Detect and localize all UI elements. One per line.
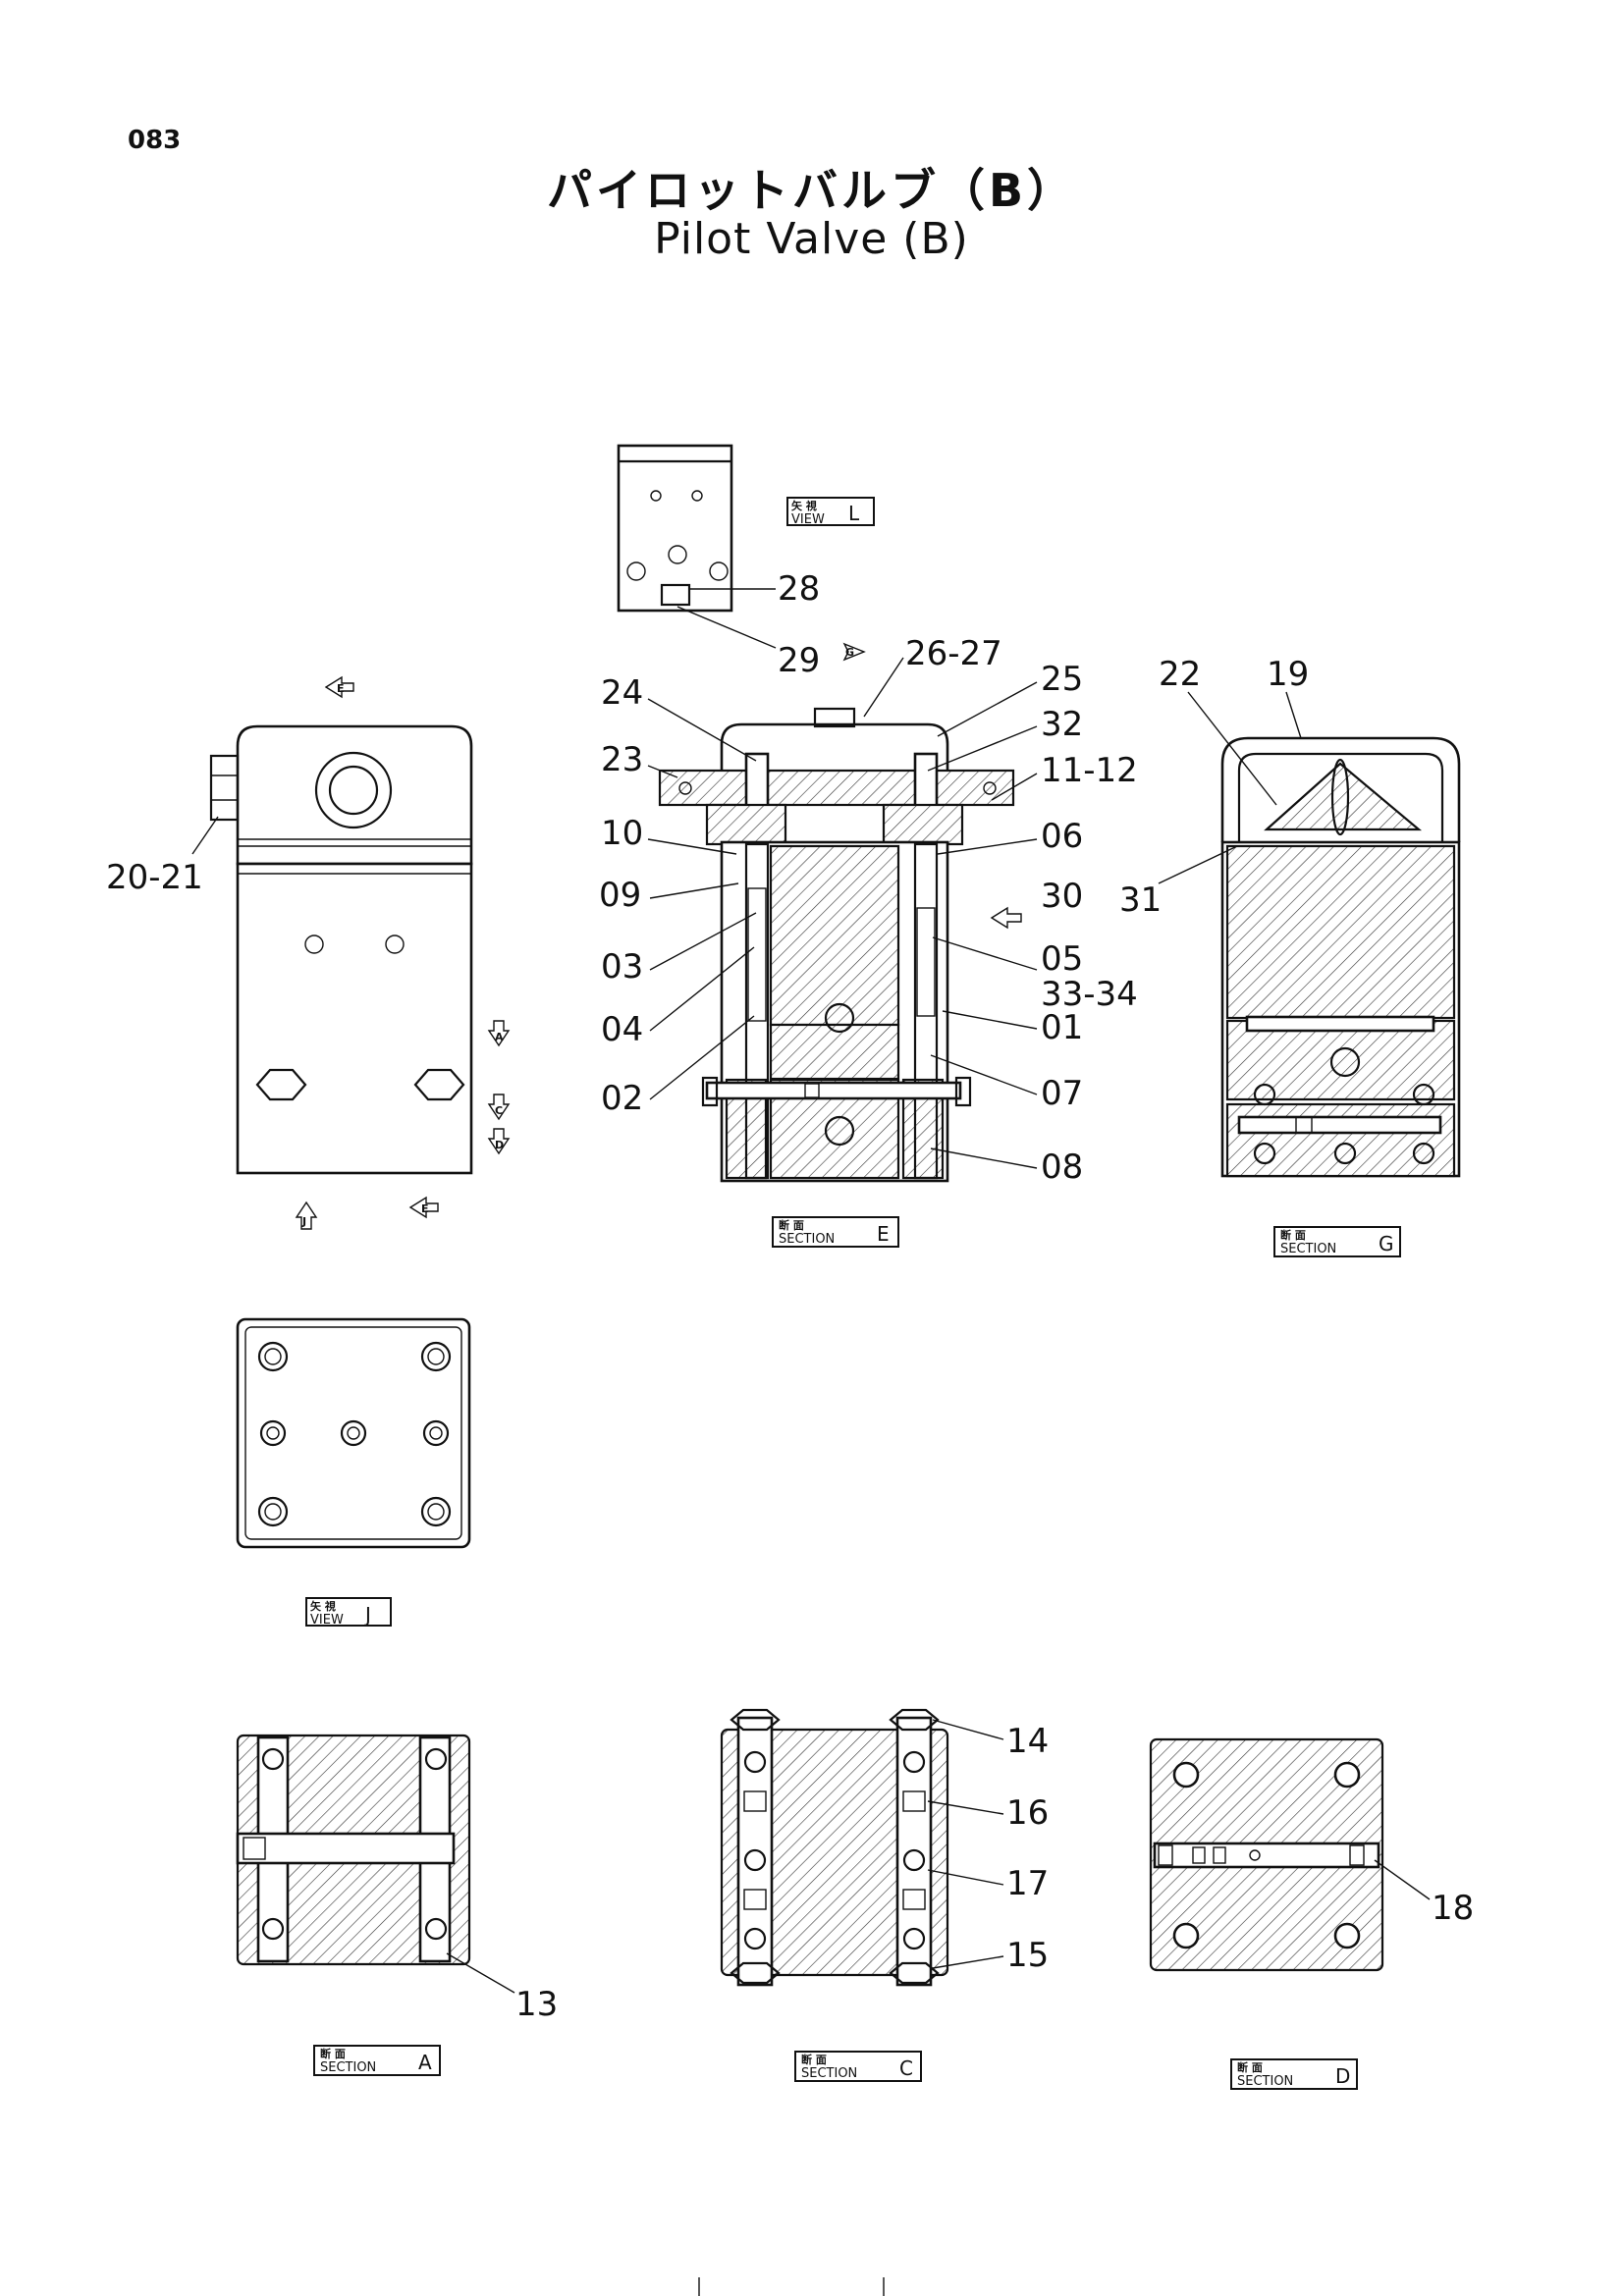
part-label-03: 03 [601, 947, 643, 987]
svg-text:SECTION: SECTION [1280, 1242, 1336, 1256]
svg-text:J: J [301, 1215, 306, 1228]
svg-text:L: L [848, 502, 860, 525]
svg-text:断 面: 断 面 [1280, 1228, 1306, 1242]
leader-line-13 [446, 1952, 515, 1994]
section-A-drawing [236, 1734, 471, 1966]
part-label-28: 28 [778, 569, 820, 609]
svg-text:SECTION: SECTION [320, 2060, 376, 2075]
part-label-20-21: 20-21 [106, 858, 203, 897]
arrow-C-icon: C [487, 1094, 511, 1121]
svg-text:矢 視: 矢 視 [791, 499, 817, 512]
svg-text:E: E [337, 682, 345, 695]
part-label-14: 14 [1006, 1722, 1049, 1761]
part-label-06: 06 [1041, 817, 1083, 856]
binder-marks [698, 2277, 885, 2296]
view-tag-J: 矢 視 VIEW J [305, 1597, 392, 1628]
section-C-drawing [720, 1708, 949, 1987]
title-english: Pilot Valve (B) [654, 214, 969, 264]
part-label-23: 23 [601, 740, 643, 779]
arrow-E-top-icon: E [324, 675, 354, 699]
svg-text:C: C [495, 1104, 503, 1117]
part-label-26-27: 26-27 [905, 634, 1002, 673]
svg-text:SECTION: SECTION [1237, 2074, 1293, 2089]
part-label-15: 15 [1006, 1936, 1049, 1975]
view-L-drawing [617, 444, 777, 649]
leader-lines-section-C [927, 1719, 1004, 1969]
part-label-16: 16 [1006, 1793, 1049, 1833]
svg-text:矢 視: 矢 視 [310, 1599, 336, 1613]
section-tag-G: 断 面 SECTION G [1273, 1226, 1401, 1257]
arrow-D-icon: D [487, 1128, 511, 1155]
leader-lines-section-E [647, 657, 1038, 1169]
svg-text:断 面: 断 面 [1237, 2060, 1263, 2074]
svg-text:C: C [899, 2056, 913, 2080]
svg-text:断 面: 断 面 [801, 2053, 827, 2066]
svg-text:E: E [877, 1222, 890, 1246]
svg-text:SECTION: SECTION [779, 1232, 835, 1247]
title-japanese: パイロットバルブ（B） [546, 164, 1077, 217]
svg-text:E: E [421, 1202, 429, 1215]
arrow-J-icon: J [295, 1201, 318, 1230]
part-label-01: 01 [1041, 1008, 1083, 1047]
part-label-13: 13 [515, 1985, 558, 2024]
section-tag-A: 断 面 SECTION A [313, 2045, 441, 2076]
part-label-04: 04 [601, 1010, 643, 1049]
part-label-10: 10 [601, 814, 643, 853]
side-view-drawing [191, 724, 473, 1175]
svg-text:G: G [1379, 1232, 1394, 1255]
part-label-32: 32 [1041, 705, 1083, 744]
section-tag-E: 断 面 SECTION E [772, 1216, 899, 1248]
svg-text:D: D [495, 1139, 504, 1151]
view-J-drawing [236, 1317, 471, 1549]
page-number: 083 [128, 126, 182, 155]
part-label-11-12: 11-12 [1041, 751, 1138, 790]
part-label-07: 07 [1041, 1074, 1083, 1113]
arrow-section-icon [990, 906, 1022, 930]
arrow-G-icon: G [842, 642, 866, 662]
arrow-A-icon: A [487, 1020, 511, 1047]
svg-text:VIEW: VIEW [791, 512, 825, 527]
leader-line-18 [1374, 1859, 1431, 1900]
svg-text:A: A [495, 1031, 504, 1043]
section-tag-C: 断 面 SECTION C [794, 2051, 922, 2082]
svg-text:A: A [418, 2051, 432, 2074]
part-label-25: 25 [1041, 660, 1083, 699]
section-G-drawing [1220, 736, 1461, 1178]
part-label-22: 22 [1159, 655, 1201, 694]
part-label-31: 31 [1119, 881, 1162, 920]
section-D-drawing [1149, 1737, 1384, 1972]
svg-text:G: G [845, 646, 854, 659]
view-tag-L: 矢 視 VIEW L [786, 497, 875, 527]
part-label-18: 18 [1432, 1889, 1474, 1928]
leader-lines-section-G [1158, 691, 1302, 884]
part-label-17: 17 [1006, 1864, 1049, 1903]
part-label-08: 08 [1041, 1148, 1083, 1187]
part-label-05: 05 [1041, 939, 1083, 979]
section-tag-D: 断 面 SECTION D [1230, 2058, 1358, 2090]
part-label-09: 09 [599, 876, 641, 915]
arrow-E-bottom-icon: E [408, 1196, 439, 1219]
svg-text:VIEW: VIEW [310, 1613, 344, 1628]
svg-text:断 面: 断 面 [779, 1218, 804, 1232]
svg-text:断 面: 断 面 [320, 2047, 346, 2060]
part-label-30: 30 [1041, 877, 1083, 916]
svg-text:J: J [363, 1603, 371, 1627]
part-label-29: 29 [778, 641, 820, 680]
svg-text:SECTION: SECTION [801, 2066, 857, 2081]
svg-text:D: D [1335, 2064, 1350, 2088]
part-label-19: 19 [1267, 655, 1309, 694]
part-label-33-34: 33-34 [1041, 975, 1138, 1014]
part-label-24: 24 [601, 673, 643, 713]
section-E-drawing [658, 707, 1015, 1183]
part-label-02: 02 [601, 1079, 643, 1118]
